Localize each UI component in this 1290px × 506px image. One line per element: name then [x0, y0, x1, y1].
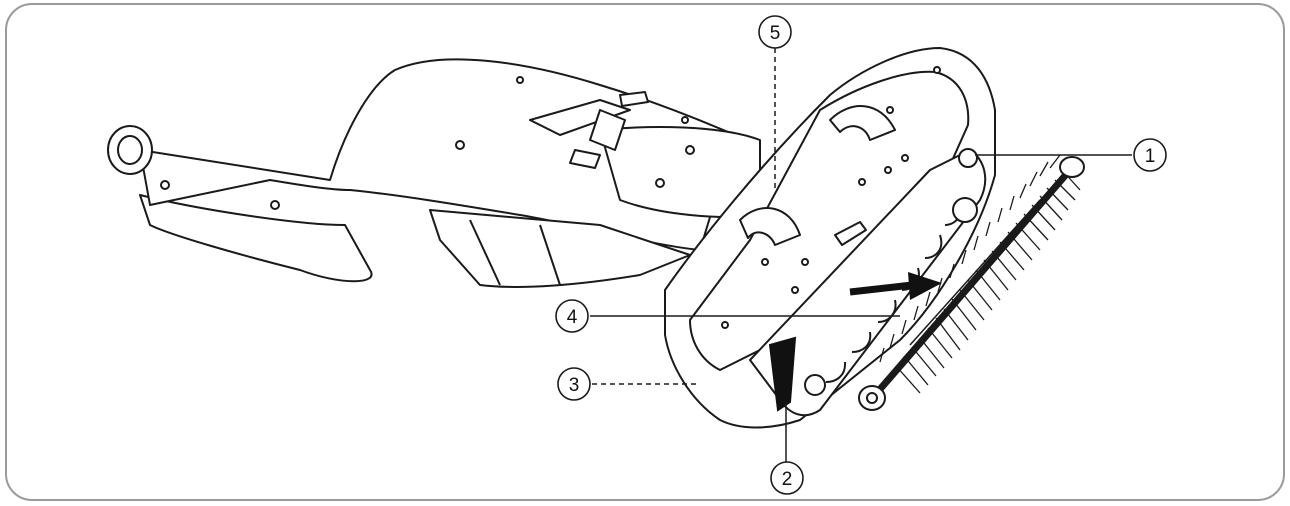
compartment-rib [469, 219, 501, 286]
nozzle-wheel-arch [829, 105, 896, 141]
chamber-bearing [804, 374, 826, 396]
side-clip [569, 149, 601, 169]
chamber-rib [825, 361, 847, 383]
screw [858, 178, 866, 186]
handle-underside [139, 194, 373, 283]
callout-label: 5 [770, 23, 781, 44]
brush-bristles [879, 154, 1081, 394]
screw [761, 258, 769, 266]
screw [901, 154, 909, 162]
callout-4: 4 [555, 299, 589, 333]
screw [791, 286, 799, 294]
release-clip [589, 109, 626, 151]
callout-label: 1 [1145, 146, 1156, 167]
callout-label: 4 [567, 307, 578, 328]
brush-roll-seam [909, 199, 1041, 346]
screw [681, 116, 689, 124]
vent-slot [834, 221, 867, 246]
screw [886, 106, 894, 114]
handle-latch [529, 99, 631, 136]
chamber-rib [924, 234, 943, 259]
compartment-rib [539, 224, 561, 286]
brush-roll-axle [866, 392, 878, 404]
screw [933, 66, 941, 74]
brush-head [664, 47, 996, 429]
screw [801, 258, 809, 266]
brush-roll-endcap [1059, 156, 1085, 178]
chamber-rib [851, 331, 872, 353]
screw [516, 76, 524, 84]
vacuum-body [107, 58, 761, 288]
nozzle-wheel-arch [739, 207, 801, 246]
leader-lines [590, 48, 1132, 462]
screw [685, 145, 695, 155]
lever-icon [768, 336, 797, 412]
chamber-bearing [958, 148, 978, 168]
callout-label: 2 [782, 469, 793, 490]
screw [160, 180, 170, 190]
callout-2: 2 [770, 461, 804, 495]
right-arrow-icon [849, 272, 942, 300]
screw [455, 140, 465, 150]
brush-roll [858, 154, 1085, 411]
chamber-cap [952, 197, 978, 223]
callout-1: 1 [1133, 138, 1167, 172]
brush-roll-shaft [871, 166, 1074, 399]
screw [721, 321, 729, 329]
callout-3: 3 [557, 367, 591, 401]
callout-5: 5 [758, 15, 792, 49]
screw [884, 166, 892, 174]
handle-end-hole [117, 135, 143, 165]
dust-compartment [429, 209, 691, 288]
top-clip [619, 91, 649, 107]
screw [270, 200, 280, 210]
callout-label: 3 [569, 375, 580, 396]
screw [655, 178, 665, 188]
